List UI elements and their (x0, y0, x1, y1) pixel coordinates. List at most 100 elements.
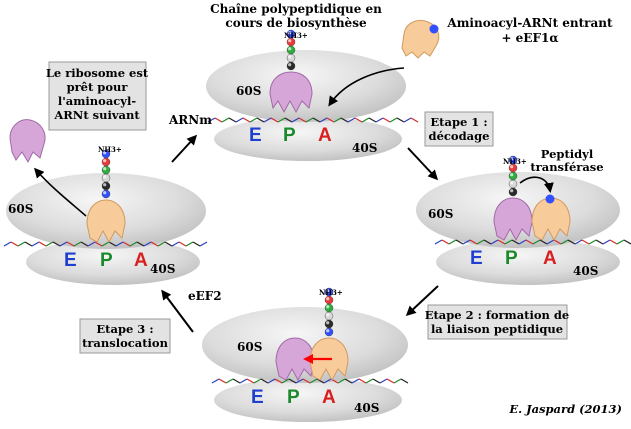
nh3-label-left: NH3+ (98, 145, 122, 154)
mrna-segment (616, 239, 625, 245)
mrna-segment (232, 378, 241, 384)
mrna-segment (24, 241, 33, 247)
amino-acid-bead (101, 181, 111, 191)
mrna-segment (372, 378, 381, 384)
bead-highlight (103, 159, 107, 163)
ribosome-bottom: NH3+ 60S 40S E P A (202, 287, 409, 422)
mrna-segment (532, 239, 541, 245)
arrow-exit (34, 167, 87, 217)
bead-highlight (288, 55, 292, 59)
mrna-segment (434, 239, 443, 245)
amino-acid-bead (324, 327, 334, 337)
mrna-segment (344, 378, 353, 384)
mrna-segment (386, 378, 395, 384)
mrna-segment (66, 241, 75, 247)
amino-acid-bead (286, 61, 296, 71)
trna-a-right (531, 197, 571, 242)
trna-p-top (269, 71, 313, 114)
amino-acid-bead (101, 165, 111, 175)
arrow-peptidyl (519, 176, 554, 193)
bead-highlight (510, 173, 514, 177)
site-a-left: A (134, 250, 148, 271)
bead-highlight (510, 157, 514, 161)
mrna-segment (235, 117, 244, 123)
mrna-segment (207, 117, 216, 123)
step3-line-2: translocation (82, 336, 169, 350)
bead-highlight (326, 297, 330, 301)
bead-highlight (288, 39, 292, 43)
mrna-segment (469, 239, 478, 245)
mrna-segment (3, 241, 12, 247)
mrna-segment (267, 378, 276, 384)
mrna-segment (574, 239, 583, 245)
step1-box: Etape 1 : décodage (424, 111, 494, 147)
title-line-1: Chaîne polypeptidique en (210, 2, 382, 16)
mrna-segment (546, 239, 555, 245)
ribosome-right: NH3+ Peptidyl transférase 60S 40S E P A (416, 147, 631, 285)
aa-bead-right (545, 194, 555, 204)
mrna-segment (358, 378, 367, 384)
mrna-segment (609, 239, 618, 245)
amino-acid-bead (286, 53, 296, 63)
mrna-segment (316, 378, 325, 384)
bead-highlight (288, 63, 292, 67)
mrna-segment (389, 117, 398, 123)
eef2-label: eEF2 (188, 289, 222, 303)
mrna-segment (302, 378, 311, 384)
mrna-segment (199, 241, 208, 247)
site-e-left: E (64, 250, 77, 271)
mrna-segment (192, 241, 201, 247)
bead-highlight (510, 165, 514, 169)
step1-line-2: décodage (429, 129, 490, 143)
mrna-segment (340, 117, 349, 123)
peptide-chain-top (286, 29, 296, 71)
bead-highlight (326, 313, 330, 317)
mrna-segment (319, 117, 328, 123)
mrna-segment (214, 117, 223, 123)
mrna-segment (129, 241, 138, 247)
mrna-segment (17, 241, 26, 247)
mrna-segment (483, 239, 492, 245)
mrna-segment (595, 239, 604, 245)
label-60s-right: 60S (428, 207, 453, 221)
amino-acid-bead (508, 187, 518, 197)
mrna-segment (87, 241, 96, 247)
mrna-segment (476, 239, 485, 245)
bead-highlight (103, 183, 107, 187)
mrna-segment (253, 378, 262, 384)
peptidyl-line-2: transférase (530, 160, 603, 174)
label-40s-bottom: 40S (354, 401, 379, 415)
amino-acid-bead (508, 179, 518, 189)
mrna-segment (211, 378, 220, 384)
nh3-label-bottom: NH3+ (319, 288, 343, 297)
trna-exiting (9, 119, 46, 164)
mrna-segment (256, 117, 265, 123)
amino-acid-bead (286, 45, 296, 55)
bead-highlight (510, 181, 514, 185)
nh3-label-right: NH3+ (503, 157, 527, 166)
mrna-segment (284, 117, 293, 123)
bead-highlight (326, 289, 330, 293)
ribosome-left: NH3+ 60S 40S E P A (3, 119, 208, 285)
peptide-chain-left (101, 149, 111, 199)
mrna-segment (115, 241, 124, 247)
mrna-strand-right (434, 239, 631, 245)
nh3-label-top: NH3+ (284, 31, 308, 40)
title-line-2: cours de biosynthèse (225, 16, 367, 30)
arnm-label: ARNm (168, 113, 212, 127)
mrna-segment (326, 117, 335, 123)
step2-line-1: Etape 2 : formation de (425, 308, 570, 322)
mrna-segment (298, 117, 307, 123)
mrna-segment (157, 241, 166, 247)
mrna-segment (312, 117, 321, 123)
bead-highlight (326, 305, 330, 309)
amino-acid-bead (508, 171, 518, 181)
bead-highlight (326, 321, 330, 325)
mrna-strand-bottom (211, 378, 409, 384)
mrna-segment (490, 239, 499, 245)
mrna-segment (525, 239, 534, 245)
mrna-segment (511, 239, 520, 245)
mrna-segment (80, 241, 89, 247)
mrna-segment (242, 117, 251, 123)
